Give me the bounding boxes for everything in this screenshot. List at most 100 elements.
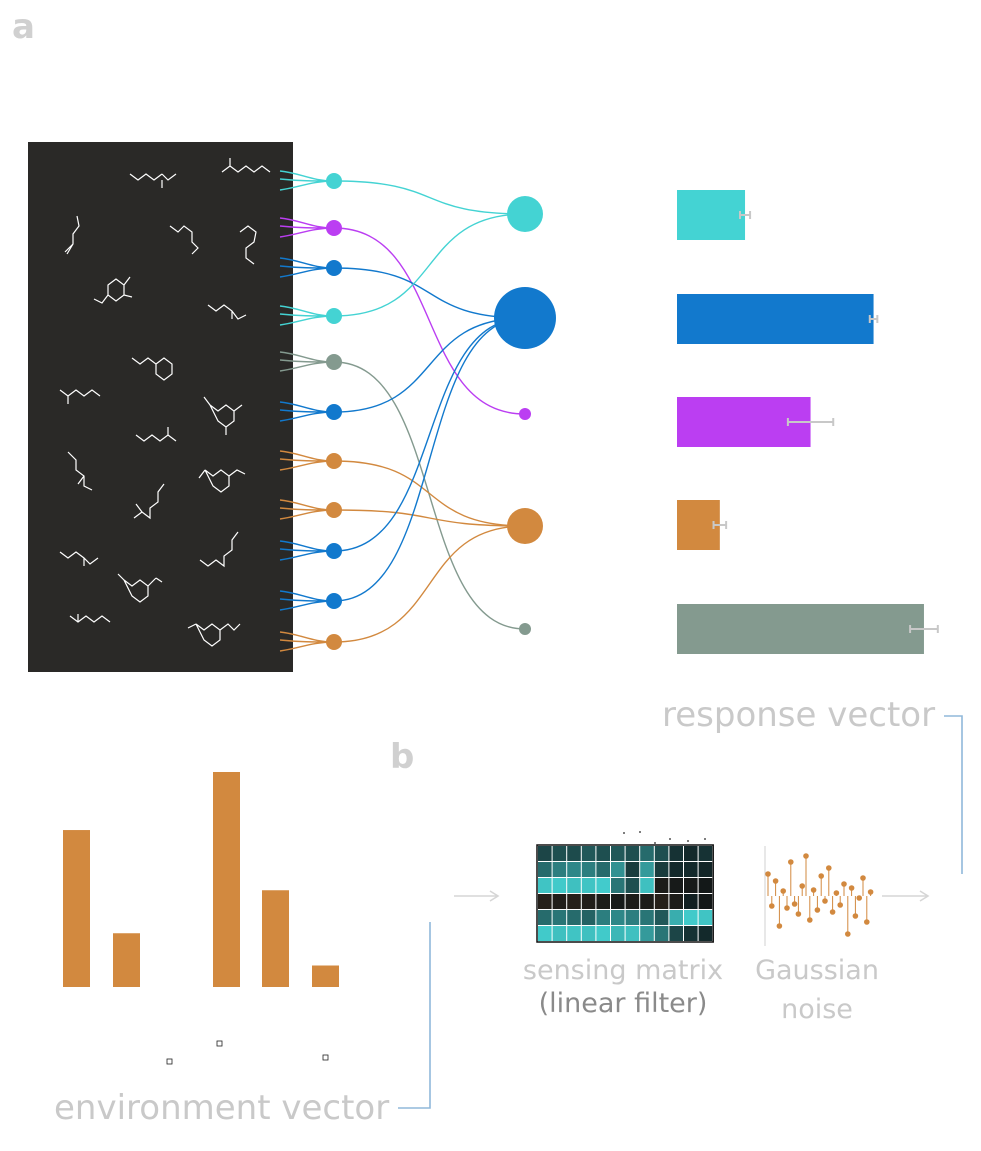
glomerulus (494, 287, 556, 349)
noise-point (788, 859, 794, 865)
receptor-neuron (326, 404, 342, 420)
matrix-cell (596, 846, 610, 861)
matrix-cell (669, 894, 683, 909)
matrix-cell (684, 862, 698, 877)
noise-point (860, 875, 866, 881)
matrix-cell (654, 862, 669, 877)
matrix-cell (684, 894, 698, 909)
response-bar (677, 294, 874, 344)
matrix-cell (581, 910, 596, 925)
receptor-neuron (326, 543, 342, 559)
matrix-cell (669, 862, 683, 877)
matrix-cell (625, 910, 640, 925)
axon-wire (333, 213, 526, 317)
noise-point (784, 905, 790, 911)
matrix-cell (654, 910, 669, 925)
matrix-cell (654, 878, 669, 893)
noise-point (818, 873, 824, 879)
noise-point (765, 871, 771, 877)
axon-wire (333, 180, 526, 215)
matrix-cell (625, 894, 640, 909)
receptor-neuron (326, 220, 342, 236)
matrix-cell (611, 910, 625, 925)
environment-connector (398, 922, 431, 1109)
environment-bar (63, 830, 90, 987)
sensing-matrix-label: sensing matrix (523, 955, 723, 986)
receptor-neuron (326, 453, 342, 469)
molecule-structures (59, 158, 271, 647)
receptor-neuron (326, 502, 342, 518)
matrix-cell (611, 926, 625, 941)
receptor-neuron (326, 308, 342, 324)
matrix-cell (625, 862, 640, 877)
matrix-cell (581, 846, 596, 861)
axon-wire (333, 509, 526, 527)
matrix-cell (640, 846, 654, 861)
environment-bar (213, 772, 240, 987)
noise-point (848, 885, 855, 891)
panel-a-label: a (12, 7, 35, 47)
environment-vector-chart (63, 772, 339, 987)
noise-point (814, 907, 821, 913)
matrix-cell (698, 910, 713, 925)
matrix-cell (538, 878, 552, 893)
noise-point (867, 889, 874, 895)
matrix-cell (611, 846, 625, 861)
axon-wire (333, 460, 526, 527)
noise-point (799, 883, 805, 889)
axon-wire (333, 317, 526, 413)
glomerulus (519, 623, 531, 635)
response-error-bar (739, 211, 752, 219)
matrix-cell (669, 926, 683, 941)
noise-point (822, 898, 828, 904)
matrix-cell (669, 910, 683, 925)
matrix-cell (669, 878, 683, 893)
sensing-matrix-ticks (623, 831, 706, 844)
matrix-cell (684, 846, 698, 861)
noise-point (807, 917, 813, 923)
matrix-cell (581, 862, 596, 877)
receptor-neuron (326, 634, 342, 650)
axon-wire (333, 267, 526, 319)
matrix-border (536, 844, 714, 943)
axon-wire (333, 361, 526, 630)
matrix-cell (596, 910, 610, 925)
matrix-cell (552, 894, 567, 909)
noise-point (780, 888, 786, 894)
matrix-cell (698, 926, 713, 941)
matrix-cell (684, 878, 698, 893)
flow-arrow-1 (454, 890, 500, 902)
matrix-cell (611, 894, 625, 909)
response-bar (677, 604, 924, 654)
response-error-bar (712, 521, 728, 529)
glomerulus (519, 408, 531, 420)
environment-vector-label: environment vector (54, 1088, 389, 1128)
noise-point (803, 853, 809, 859)
matrix-cell (625, 926, 640, 941)
matrix-cell (640, 862, 654, 877)
receptor-neuron (326, 173, 342, 189)
matrix-cell (698, 862, 713, 877)
matrix-cell (684, 926, 698, 941)
matrix-cell (596, 878, 610, 893)
receptor-neuron (326, 593, 342, 609)
matrix-cell (538, 846, 552, 861)
matrix-cell (581, 878, 596, 893)
matrix-cell (654, 894, 669, 909)
axon-wire (333, 317, 526, 602)
matrix-cell (684, 910, 698, 925)
receptor-glomerulus-network (279, 170, 556, 652)
matrix-cell (654, 926, 669, 941)
matrix-cell (640, 878, 654, 893)
environment-bar (312, 965, 339, 987)
matrix-cell (538, 894, 552, 909)
flow-arrow-2 (882, 890, 930, 902)
environment-bar (262, 890, 289, 987)
matrix-cell (567, 910, 581, 925)
matrix-cell (640, 910, 654, 925)
noise-point (833, 890, 840, 896)
noise-point (826, 865, 832, 871)
matrix-cell (538, 926, 552, 941)
gaussian-noise-plot (764, 846, 874, 946)
